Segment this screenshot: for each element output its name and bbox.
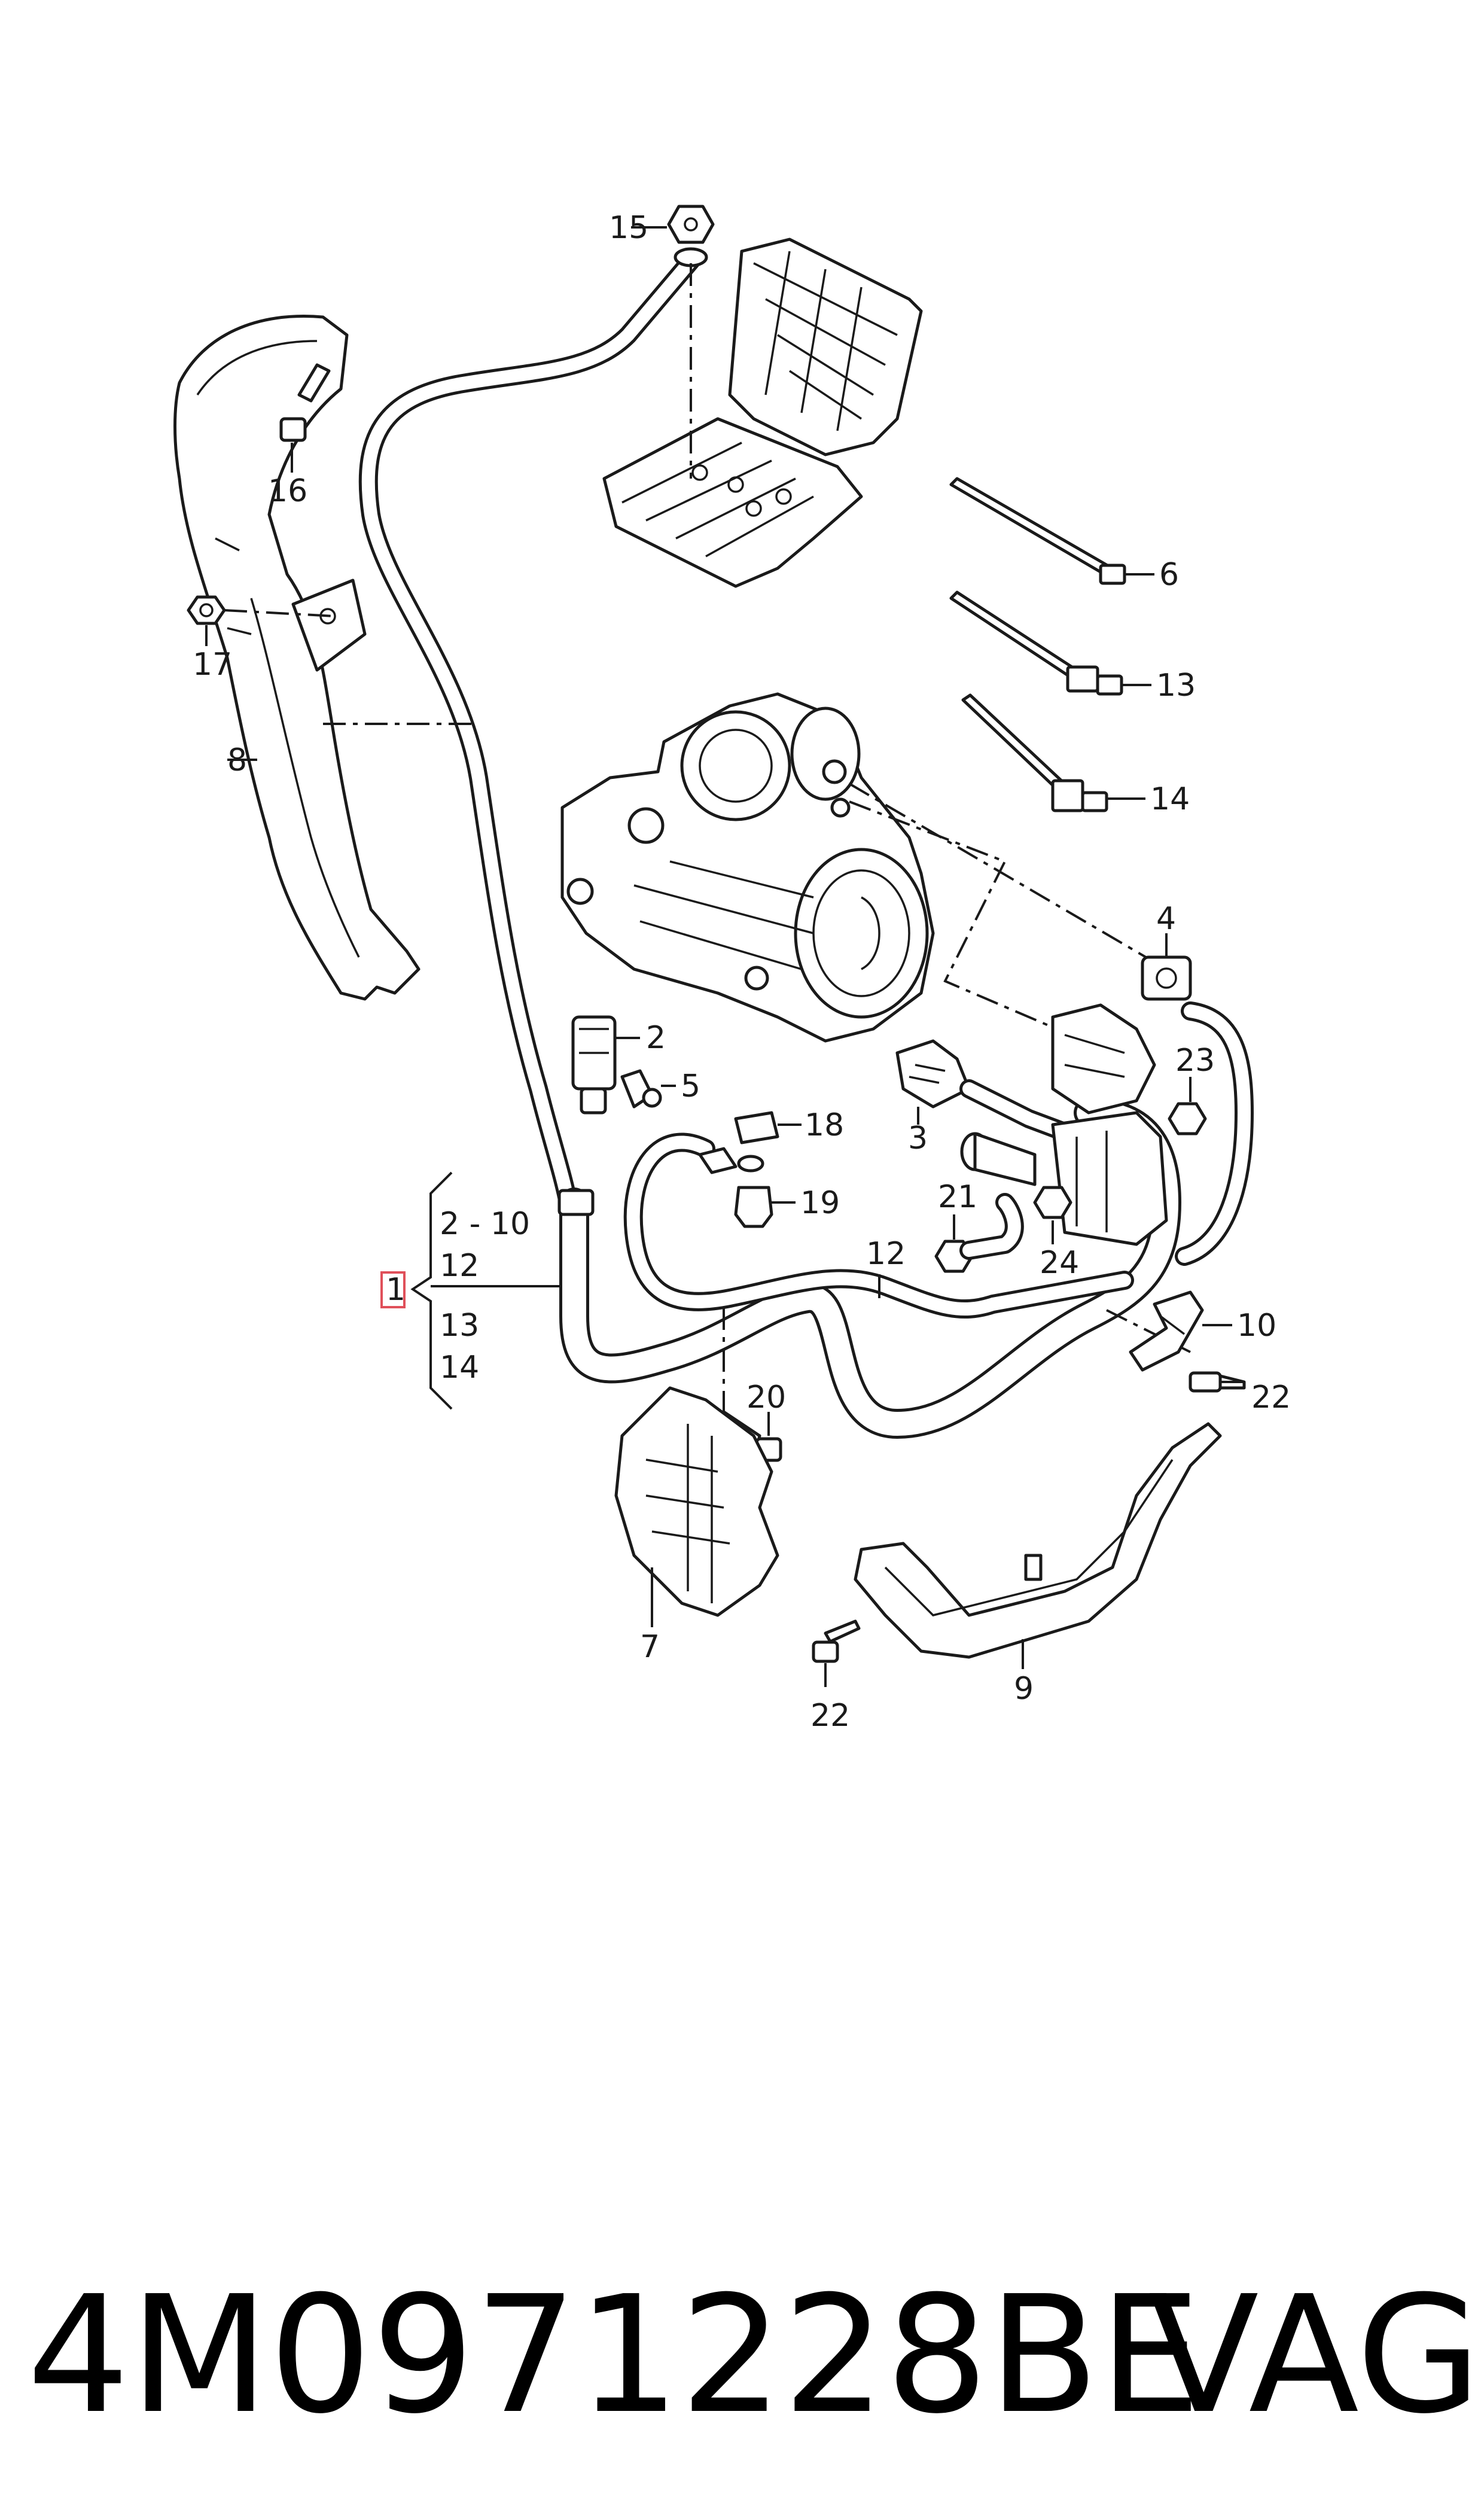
callout-23: 23 xyxy=(1175,1043,1215,1079)
callout-1: 1 xyxy=(386,1272,406,1308)
battery-tray xyxy=(602,238,923,588)
callout-20: 20 xyxy=(746,1380,786,1415)
callout-16: 16 xyxy=(268,473,307,509)
callout-24: 24 xyxy=(1040,1245,1079,1281)
callout-5: 5 xyxy=(681,1068,700,1104)
bracket-part-7 xyxy=(614,1386,779,1627)
callout-7: 7 xyxy=(640,1629,660,1665)
screw-part-16 xyxy=(279,363,331,473)
nut-part-23 xyxy=(1168,1077,1207,1135)
cable-tie-part-6 xyxy=(949,477,1154,585)
group-label-line2: 12 xyxy=(440,1248,479,1284)
screw-part-22-bottom xyxy=(812,1619,861,1687)
connector-part-2 xyxy=(571,1015,640,1115)
callout-19: 19 xyxy=(800,1185,840,1221)
nut-part-15 xyxy=(631,205,715,267)
callout-6: 6 xyxy=(1159,557,1179,593)
group-label-line1: 2 - 10 xyxy=(440,1206,530,1242)
callout-22-bottom: 22 xyxy=(810,1698,850,1734)
callout-10: 10 xyxy=(1237,1308,1276,1344)
dashed-leaders xyxy=(723,783,1191,1412)
clip-part-5 xyxy=(620,1069,676,1109)
part-number: 4M0971228BE xyxy=(27,2261,1201,2449)
sleeve-cylinder xyxy=(960,1132,1037,1186)
connector-part-4 xyxy=(1141,933,1192,1001)
group-label-line4: 14 xyxy=(440,1350,479,1386)
callout-14: 14 xyxy=(1150,781,1190,817)
junction-housing xyxy=(1051,1003,1168,1246)
clamp-part-10 xyxy=(1129,1290,1232,1372)
callout-22-right: 22 xyxy=(1251,1380,1291,1415)
callout-13: 13 xyxy=(1156,668,1196,704)
nut-part-17 xyxy=(187,595,336,646)
leader-lines xyxy=(227,723,880,1298)
callout-2: 2 xyxy=(646,1020,666,1056)
callout-9: 9 xyxy=(1014,1671,1034,1707)
grommet-part-19 xyxy=(734,1186,796,1228)
cable-tie-part-13 xyxy=(949,590,1151,696)
nut-part-21 xyxy=(934,1193,1024,1273)
bracket-part-9 xyxy=(854,1422,1222,1669)
starter-motor xyxy=(560,692,935,1043)
callout-8: 8 xyxy=(227,742,247,778)
group-brace xyxy=(380,1171,453,1410)
screw-part-22-right xyxy=(1189,1371,1246,1393)
callout-15: 15 xyxy=(609,210,648,246)
group-label-line3: 13 xyxy=(440,1308,479,1344)
callout-18: 18 xyxy=(805,1107,844,1143)
callout-3: 3 xyxy=(908,1121,928,1156)
cable-tie-part-14 xyxy=(961,693,1145,812)
callout-12: 12 xyxy=(866,1236,906,1272)
callout-21: 21 xyxy=(938,1179,977,1215)
brand-name: VAG xyxy=(1148,2261,1482,2449)
callout-4: 4 xyxy=(1156,901,1176,937)
callout-17: 17 xyxy=(193,647,232,683)
nut-part-24 xyxy=(1033,1186,1072,1244)
clip-part-18 xyxy=(698,1111,802,1174)
cover-panel-part-8 xyxy=(173,315,420,1001)
